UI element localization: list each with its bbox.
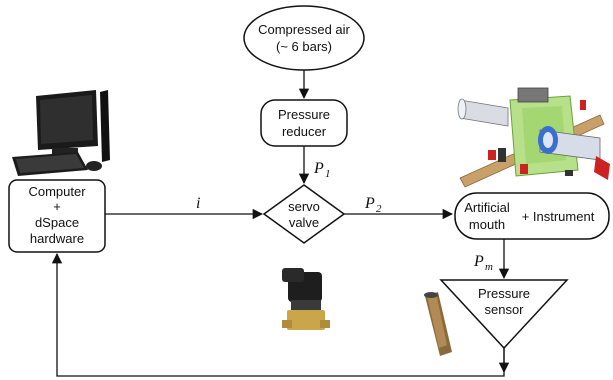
valve-illustration (282, 268, 330, 330)
label-i: i (196, 195, 200, 212)
pressure-reducer-node: Pressure reducer (260, 99, 348, 147)
computer-plus: + (53, 199, 61, 214)
compressed-air-label: Compressed air (258, 22, 350, 37)
pressure-sensor-node: Pressure sensor (439, 279, 569, 350)
label-pm: P m (473, 253, 493, 273)
computer-dspace: dSpace (35, 215, 79, 230)
pressure-sensor-label: Pressure (478, 286, 530, 301)
compressed-air-node: Compressed air (~ 6 bars) (243, 5, 365, 71)
artificial-mouth-label: Artificial (464, 200, 510, 215)
compressed-air-sublabel: (~ 6 bars) (276, 39, 332, 54)
label-p2: P 2 (364, 195, 382, 215)
instrument-label: + Instrument (522, 209, 595, 224)
pressure-reducer-sublabel: reducer (282, 124, 327, 139)
pm-sub: m (485, 261, 493, 273)
servo-valve-sublabel: valve (289, 215, 319, 230)
pressure-reducer-label: Pressure (278, 107, 330, 122)
label-p1: P 1 (313, 160, 331, 180)
pm-base: P (473, 253, 484, 270)
computer-label: Computer (28, 184, 86, 199)
computer-node: Computer + dSpace hardware (8, 179, 106, 253)
p2-base: P (364, 195, 375, 212)
p1-base: P (313, 160, 324, 177)
pressure-sensor-sublabel: sensor (484, 302, 524, 317)
p2-sub: 2 (376, 203, 382, 215)
mouth-rendering-illustration (457, 87, 610, 188)
p1-sub: 1 (325, 168, 331, 180)
computer-hardware: hardware (30, 231, 84, 246)
sensor-illustration (424, 292, 452, 356)
servo-valve-node: servo valve (262, 184, 346, 244)
artificial-mouth-sublabel: mouth (469, 217, 505, 232)
computer-illustration (12, 90, 110, 176)
artificial-mouth-node: Artificial mouth + Instrument (454, 192, 610, 240)
servo-valve-label: servo (288, 199, 320, 214)
